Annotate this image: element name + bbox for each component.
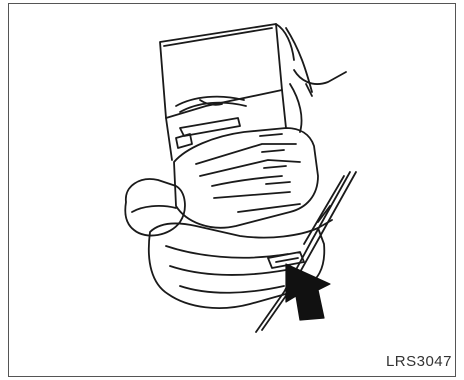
pillar-and-belt	[286, 28, 346, 132]
rear-door	[160, 24, 294, 160]
folded-seatback	[174, 128, 318, 228]
figure-code: LRS3047	[386, 353, 452, 370]
arrow-icon	[286, 264, 330, 320]
